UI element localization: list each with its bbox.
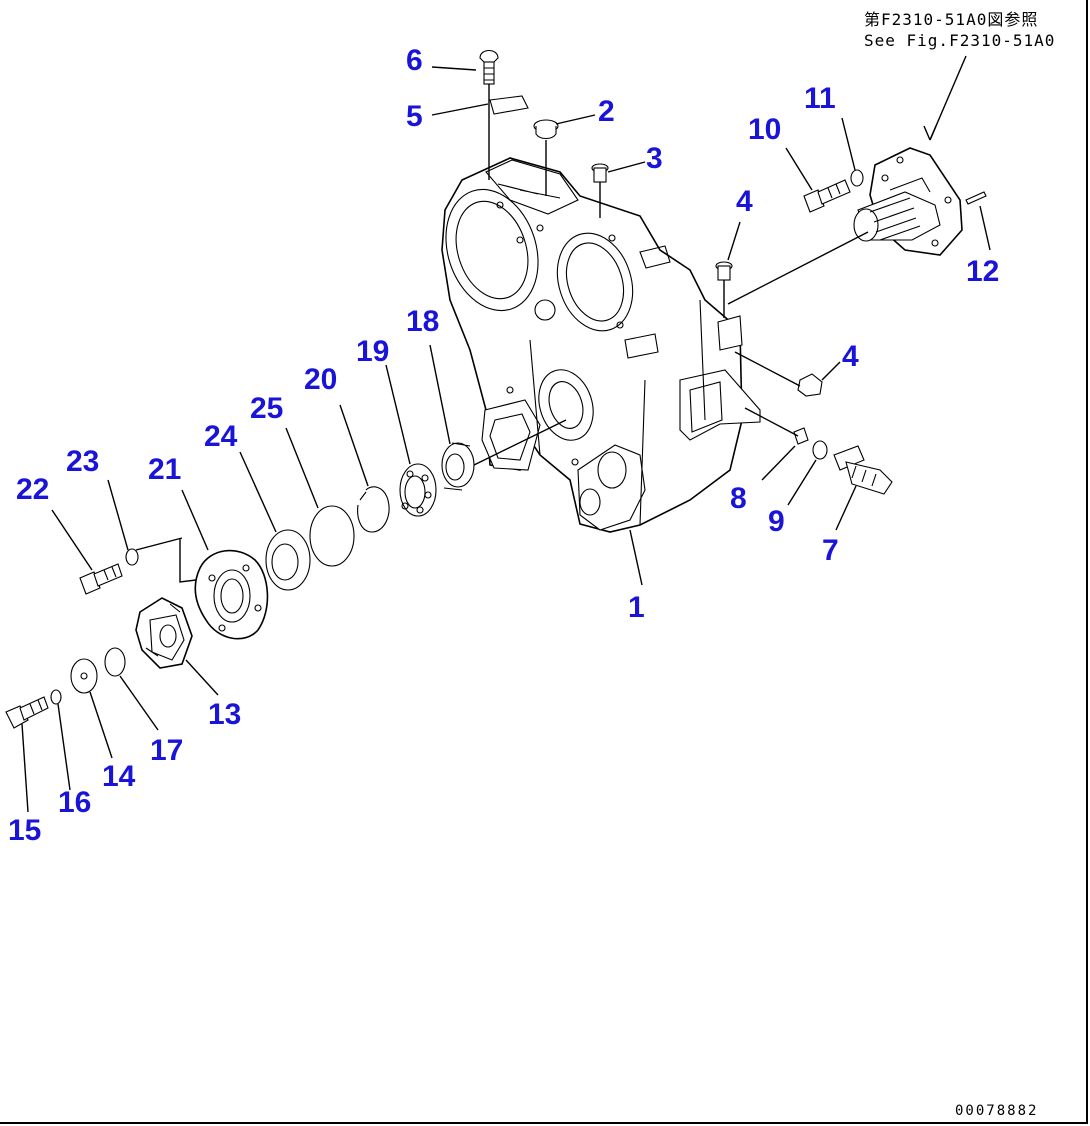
callout-17: 17	[150, 734, 183, 767]
part-18-seal	[441, 442, 475, 491]
part-23-washer	[125, 548, 139, 566]
callout-1: 1	[628, 591, 645, 624]
callout-10: 10	[748, 113, 781, 146]
part-5-gasket	[489, 95, 529, 115]
callout-14: 14	[102, 760, 136, 793]
callout-4-top: 4	[736, 185, 753, 218]
part-10-bolt	[803, 179, 851, 213]
callout-8: 8	[730, 482, 747, 515]
callout-5: 5	[406, 100, 423, 133]
callout-24: 24	[204, 420, 238, 453]
drawing-id-number: 00078882	[955, 1103, 1039, 1119]
callout-2: 2	[598, 95, 615, 128]
part-6-bolt	[479, 49, 499, 85]
referenced-flange-assembly	[853, 147, 963, 256]
part-12-pin	[965, 191, 987, 205]
callout-16: 16	[58, 786, 91, 819]
callout-6: 6	[406, 44, 423, 77]
part-15-bolt	[5, 696, 49, 729]
reference-note-english: See Fig.F2310-51A0	[864, 31, 1056, 50]
leader-lines	[21, 55, 991, 813]
part-7-plug	[833, 445, 893, 495]
part-9-o-ring	[812, 440, 828, 460]
part-3-plug	[591, 163, 609, 183]
callout-18: 18	[406, 305, 439, 338]
callout-25: 25	[250, 392, 283, 425]
part-24-seal	[265, 529, 311, 591]
callout-21: 21	[148, 453, 181, 486]
callout-9: 9	[768, 505, 785, 538]
callout-15: 15	[8, 814, 41, 847]
part-25-o-ring	[309, 505, 355, 567]
callout-11: 11	[804, 82, 836, 115]
part-20-snap-ring	[357, 486, 390, 533]
part-4-plug-top	[715, 261, 733, 281]
part-13-flange	[135, 597, 193, 669]
callout-numbers: 1 2 3 4 4 5 6 7 8 9 10 11 12 13 14 15 16…	[8, 44, 999, 847]
callout-19: 19	[356, 335, 389, 368]
part-21-cover	[194, 549, 269, 640]
callout-12: 12	[966, 255, 999, 288]
transmission-case	[441, 157, 761, 533]
callout-7: 7	[822, 534, 839, 567]
callout-22: 22	[16, 473, 49, 506]
callout-20: 20	[304, 363, 337, 396]
part-16-washer	[50, 689, 62, 705]
part-2-cap	[533, 119, 559, 140]
reference-note-japanese: 第F2310-51A0図参照	[864, 10, 1039, 29]
part-4-plug-side	[797, 373, 823, 397]
callout-13: 13	[208, 698, 241, 731]
part-17-o-ring	[104, 647, 126, 677]
callout-23: 23	[66, 445, 99, 478]
part-19-bearing	[399, 463, 437, 517]
callout-4-side: 4	[842, 340, 859, 373]
callout-3: 3	[646, 142, 663, 175]
part-22-bolt	[79, 563, 123, 595]
part-8-pin	[793, 427, 809, 445]
part-11-washer	[850, 169, 864, 187]
part-14-plate	[70, 658, 98, 694]
